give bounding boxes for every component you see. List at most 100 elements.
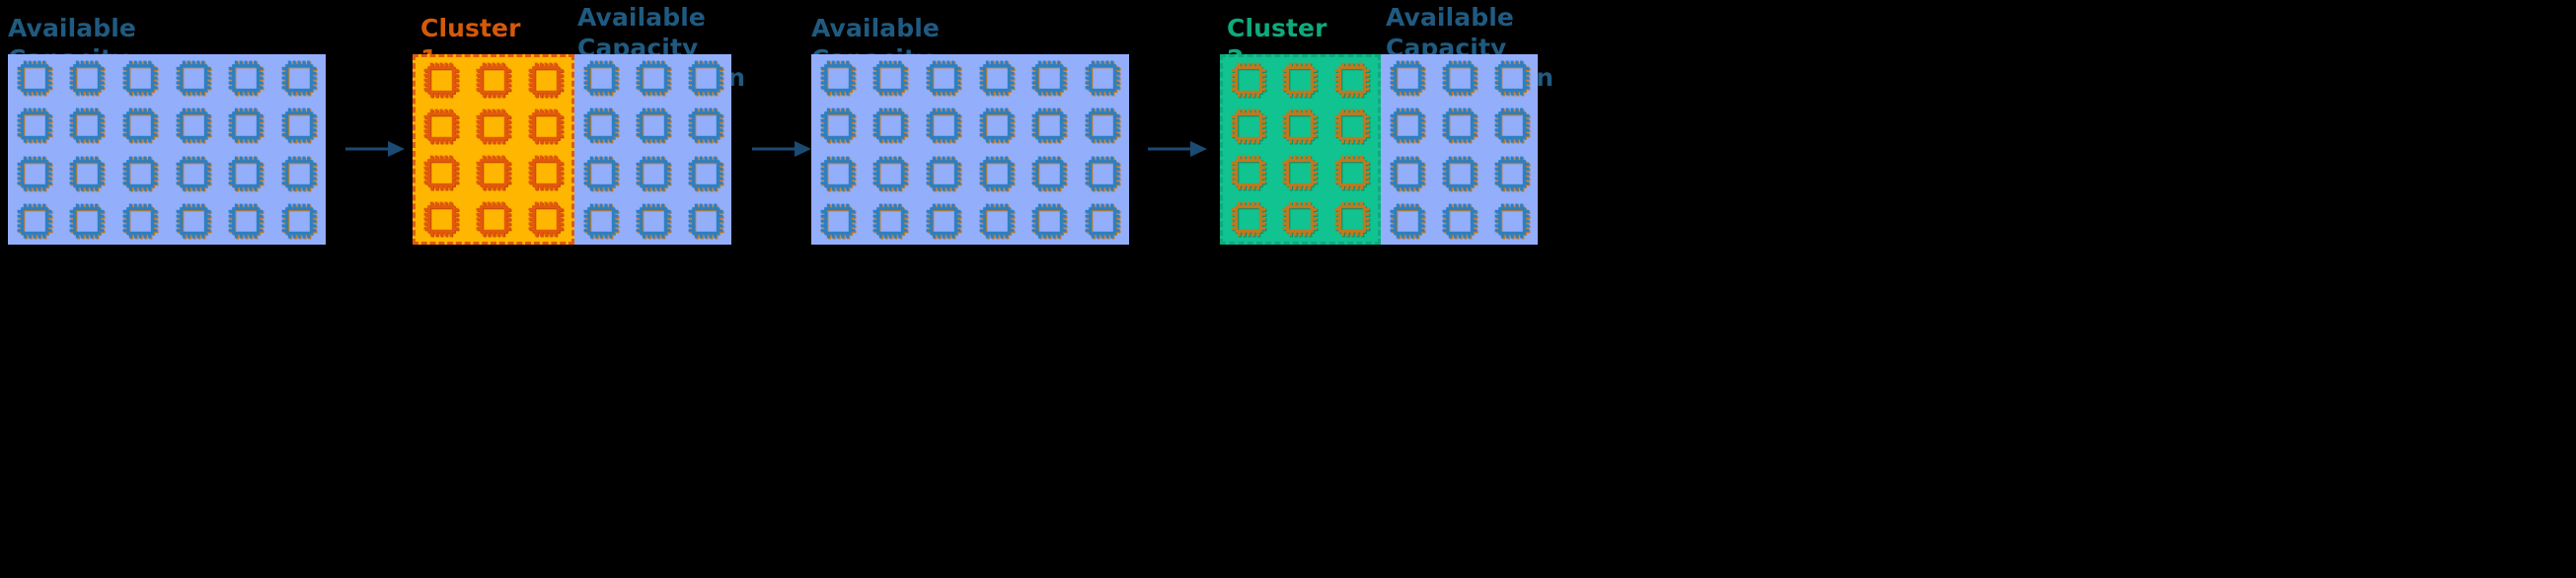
cpu-chip-icon xyxy=(472,151,515,194)
cpu-chip-icon xyxy=(869,199,912,243)
cpu-chip-icon xyxy=(975,152,1019,195)
cpu-chip-icon xyxy=(1027,152,1071,195)
cpu-chip-icon xyxy=(1227,105,1270,148)
cpu-chip-icon xyxy=(1438,152,1481,195)
cpu-chip-icon xyxy=(1278,58,1322,102)
cpu-chip-icon xyxy=(419,58,463,102)
cpu-chip-icon xyxy=(524,197,568,241)
cpu-chip-icon xyxy=(869,56,912,100)
arrow-stage-1-to-2 xyxy=(345,138,405,164)
cpu-chip-icon xyxy=(1490,199,1534,243)
cpu-chip-icon xyxy=(579,56,623,100)
cpu-chip-icon xyxy=(524,151,568,194)
cpu-chip-icon xyxy=(1027,104,1071,147)
cpu-chip-icon xyxy=(1330,58,1374,102)
cpu-chip-icon xyxy=(1330,105,1374,148)
cpu-chip-icon xyxy=(419,197,463,241)
cpu-chip-icon xyxy=(1490,104,1534,147)
cpu-chip-icon xyxy=(172,104,215,147)
cpu-chip-icon xyxy=(975,104,1019,147)
cpu-chip-icon xyxy=(869,152,912,195)
cpu-chip-icon xyxy=(1081,152,1124,195)
cpu-chip-icon xyxy=(1438,199,1481,243)
cpu-chip-icon xyxy=(1386,104,1429,147)
cpu-chip-icon xyxy=(65,199,109,243)
cpu-chip-icon xyxy=(277,56,321,100)
cpu-chip-icon xyxy=(172,152,215,195)
cpu-chip-icon xyxy=(13,56,56,100)
cpu-chip-icon xyxy=(579,104,623,147)
cpu-chip-icon xyxy=(922,152,965,195)
stage-2-available-capacity-box[interactable] xyxy=(574,54,731,245)
cpu-chip-icon xyxy=(632,152,675,195)
cpu-chip-icon xyxy=(922,56,965,100)
cpu-chip-icon xyxy=(13,199,56,243)
cpu-chip-icon xyxy=(65,152,109,195)
cpu-chip-icon xyxy=(524,58,568,102)
cpu-chip-icon xyxy=(13,152,56,195)
stage-4-cluster-2-box[interactable] xyxy=(1220,54,1381,245)
cpu-chip-icon xyxy=(922,104,965,147)
cpu-chip-icon xyxy=(684,199,727,243)
cpu-chip-icon xyxy=(1490,152,1534,195)
cpu-chip-icon xyxy=(13,104,56,147)
cpu-chip-icon xyxy=(975,199,1019,243)
cpu-chip-icon xyxy=(632,56,675,100)
arrow-stage-3-to-4 xyxy=(1148,138,1207,164)
cpu-chip-icon xyxy=(472,105,515,148)
cpu-chip-icon xyxy=(1438,104,1481,147)
cpu-chip-icon xyxy=(1278,197,1322,241)
cpu-chip-icon xyxy=(472,197,515,241)
arrow-stage-2-to-3 xyxy=(752,138,811,164)
cpu-chip-icon xyxy=(277,199,321,243)
cpu-chip-icon xyxy=(224,104,267,147)
cpu-chip-icon xyxy=(1386,152,1429,195)
cpu-chip-icon xyxy=(816,152,860,195)
stage-3-available-capacity-box[interactable] xyxy=(811,54,1129,245)
cpu-chip-icon xyxy=(1386,56,1429,100)
cpu-chip-icon xyxy=(579,199,623,243)
cpu-chip-icon xyxy=(172,56,215,100)
cpu-chip-icon xyxy=(277,152,321,195)
cpu-chip-icon xyxy=(1490,56,1534,100)
cpu-chip-icon xyxy=(1278,105,1322,148)
cpu-chip-icon xyxy=(118,104,162,147)
cpu-chip-icon xyxy=(224,199,267,243)
cpu-chip-icon xyxy=(118,199,162,243)
cpu-chip-icon xyxy=(816,104,860,147)
cpu-chip-icon xyxy=(684,56,727,100)
stage-1-available-capacity-box[interactable] xyxy=(8,54,326,245)
cpu-chip-icon xyxy=(816,199,860,243)
cpu-chip-icon xyxy=(65,56,109,100)
cpu-chip-icon xyxy=(869,104,912,147)
cpu-chip-icon xyxy=(1081,199,1124,243)
cpu-chip-icon xyxy=(524,105,568,148)
cpu-chip-icon xyxy=(224,152,267,195)
cpu-chip-icon xyxy=(277,104,321,147)
cpu-chip-icon xyxy=(1081,104,1124,147)
cpu-chip-icon xyxy=(419,151,463,194)
stage-2-cluster-1-box[interactable] xyxy=(413,54,574,245)
cpu-chip-icon xyxy=(1386,199,1429,243)
cpu-chip-icon xyxy=(1278,151,1322,194)
cpu-chip-icon xyxy=(172,199,215,243)
cpu-chip-icon xyxy=(1227,197,1270,241)
cpu-chip-icon xyxy=(1227,58,1270,102)
cpu-chip-icon xyxy=(1330,151,1374,194)
cpu-chip-icon xyxy=(224,56,267,100)
cpu-chip-icon xyxy=(118,56,162,100)
cpu-chip-icon xyxy=(922,199,965,243)
cpu-chip-icon xyxy=(65,104,109,147)
cpu-chip-icon xyxy=(1330,197,1374,241)
stage-4-available-capacity-box[interactable] xyxy=(1381,54,1538,245)
cpu-chip-icon xyxy=(1027,199,1071,243)
cpu-chip-icon xyxy=(632,104,675,147)
cpu-chip-icon xyxy=(118,152,162,195)
cpu-chip-icon xyxy=(1027,56,1071,100)
stage-2-cluster-1-label: Cluster 1 xyxy=(420,14,521,73)
cpu-chip-icon xyxy=(1081,56,1124,100)
cpu-chip-icon xyxy=(579,152,623,195)
cpu-chip-icon xyxy=(472,58,515,102)
cpu-chip-icon xyxy=(1227,151,1270,194)
